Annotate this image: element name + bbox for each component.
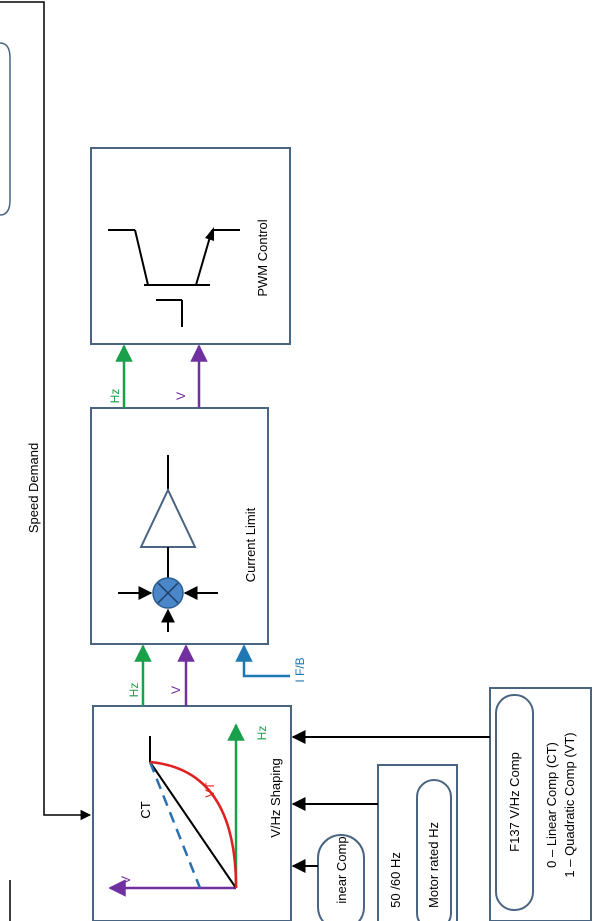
vt-curve: [149, 760, 238, 889]
speed-demand-line: [0, 1, 92, 821]
linear-comp-block: [317, 834, 365, 921]
ct-curve: [149, 761, 237, 889]
hz-signal-2-label: Hz: [108, 389, 122, 404]
v-signal-2-label: V: [174, 392, 188, 400]
vhz-shaping-block: [92, 705, 292, 921]
pwm-control-block: [90, 147, 291, 345]
f137-oval: [495, 694, 534, 911]
ifb-signal: [235, 644, 290, 678]
vhz-shaping-label: V/Hz Shaping: [268, 758, 283, 838]
ct-dashed-curve: [148, 761, 202, 889]
vhz-v-axis-label: V: [119, 876, 133, 884]
ifb-label: I F/B: [293, 657, 307, 682]
rated-frequency-label: 50 /60 Hz: [388, 852, 403, 908]
hz-signal-1-label: Hz: [127, 683, 141, 698]
vt-label: VT: [203, 782, 217, 798]
pwm-control-label: PWM Control: [255, 219, 270, 296]
left-frame-top: [0, 42, 11, 216]
f137-option-ct: 0 – Linear Comp (CT): [544, 742, 559, 868]
motor-rated-label: Motor rated Hz: [426, 822, 441, 908]
v-signal-1-label: V: [169, 686, 183, 694]
motor-rated-oval: [416, 779, 452, 921]
current-limit-block: [90, 407, 269, 645]
ct-label: CT: [138, 801, 153, 818]
linear-comp-label: inear Comp: [334, 836, 349, 903]
transistor-arrowhead: [205, 227, 214, 241]
f137-label: F137 V/Hz Comp: [507, 752, 522, 852]
vhz-hz-axis-label: Hz: [255, 726, 269, 741]
current-limit-label: Current Limit: [243, 507, 258, 582]
speed-demand-label: Speed Demand: [26, 443, 41, 533]
f137-option-vt: 1 – Quadratic Comp (VT): [562, 732, 577, 877]
